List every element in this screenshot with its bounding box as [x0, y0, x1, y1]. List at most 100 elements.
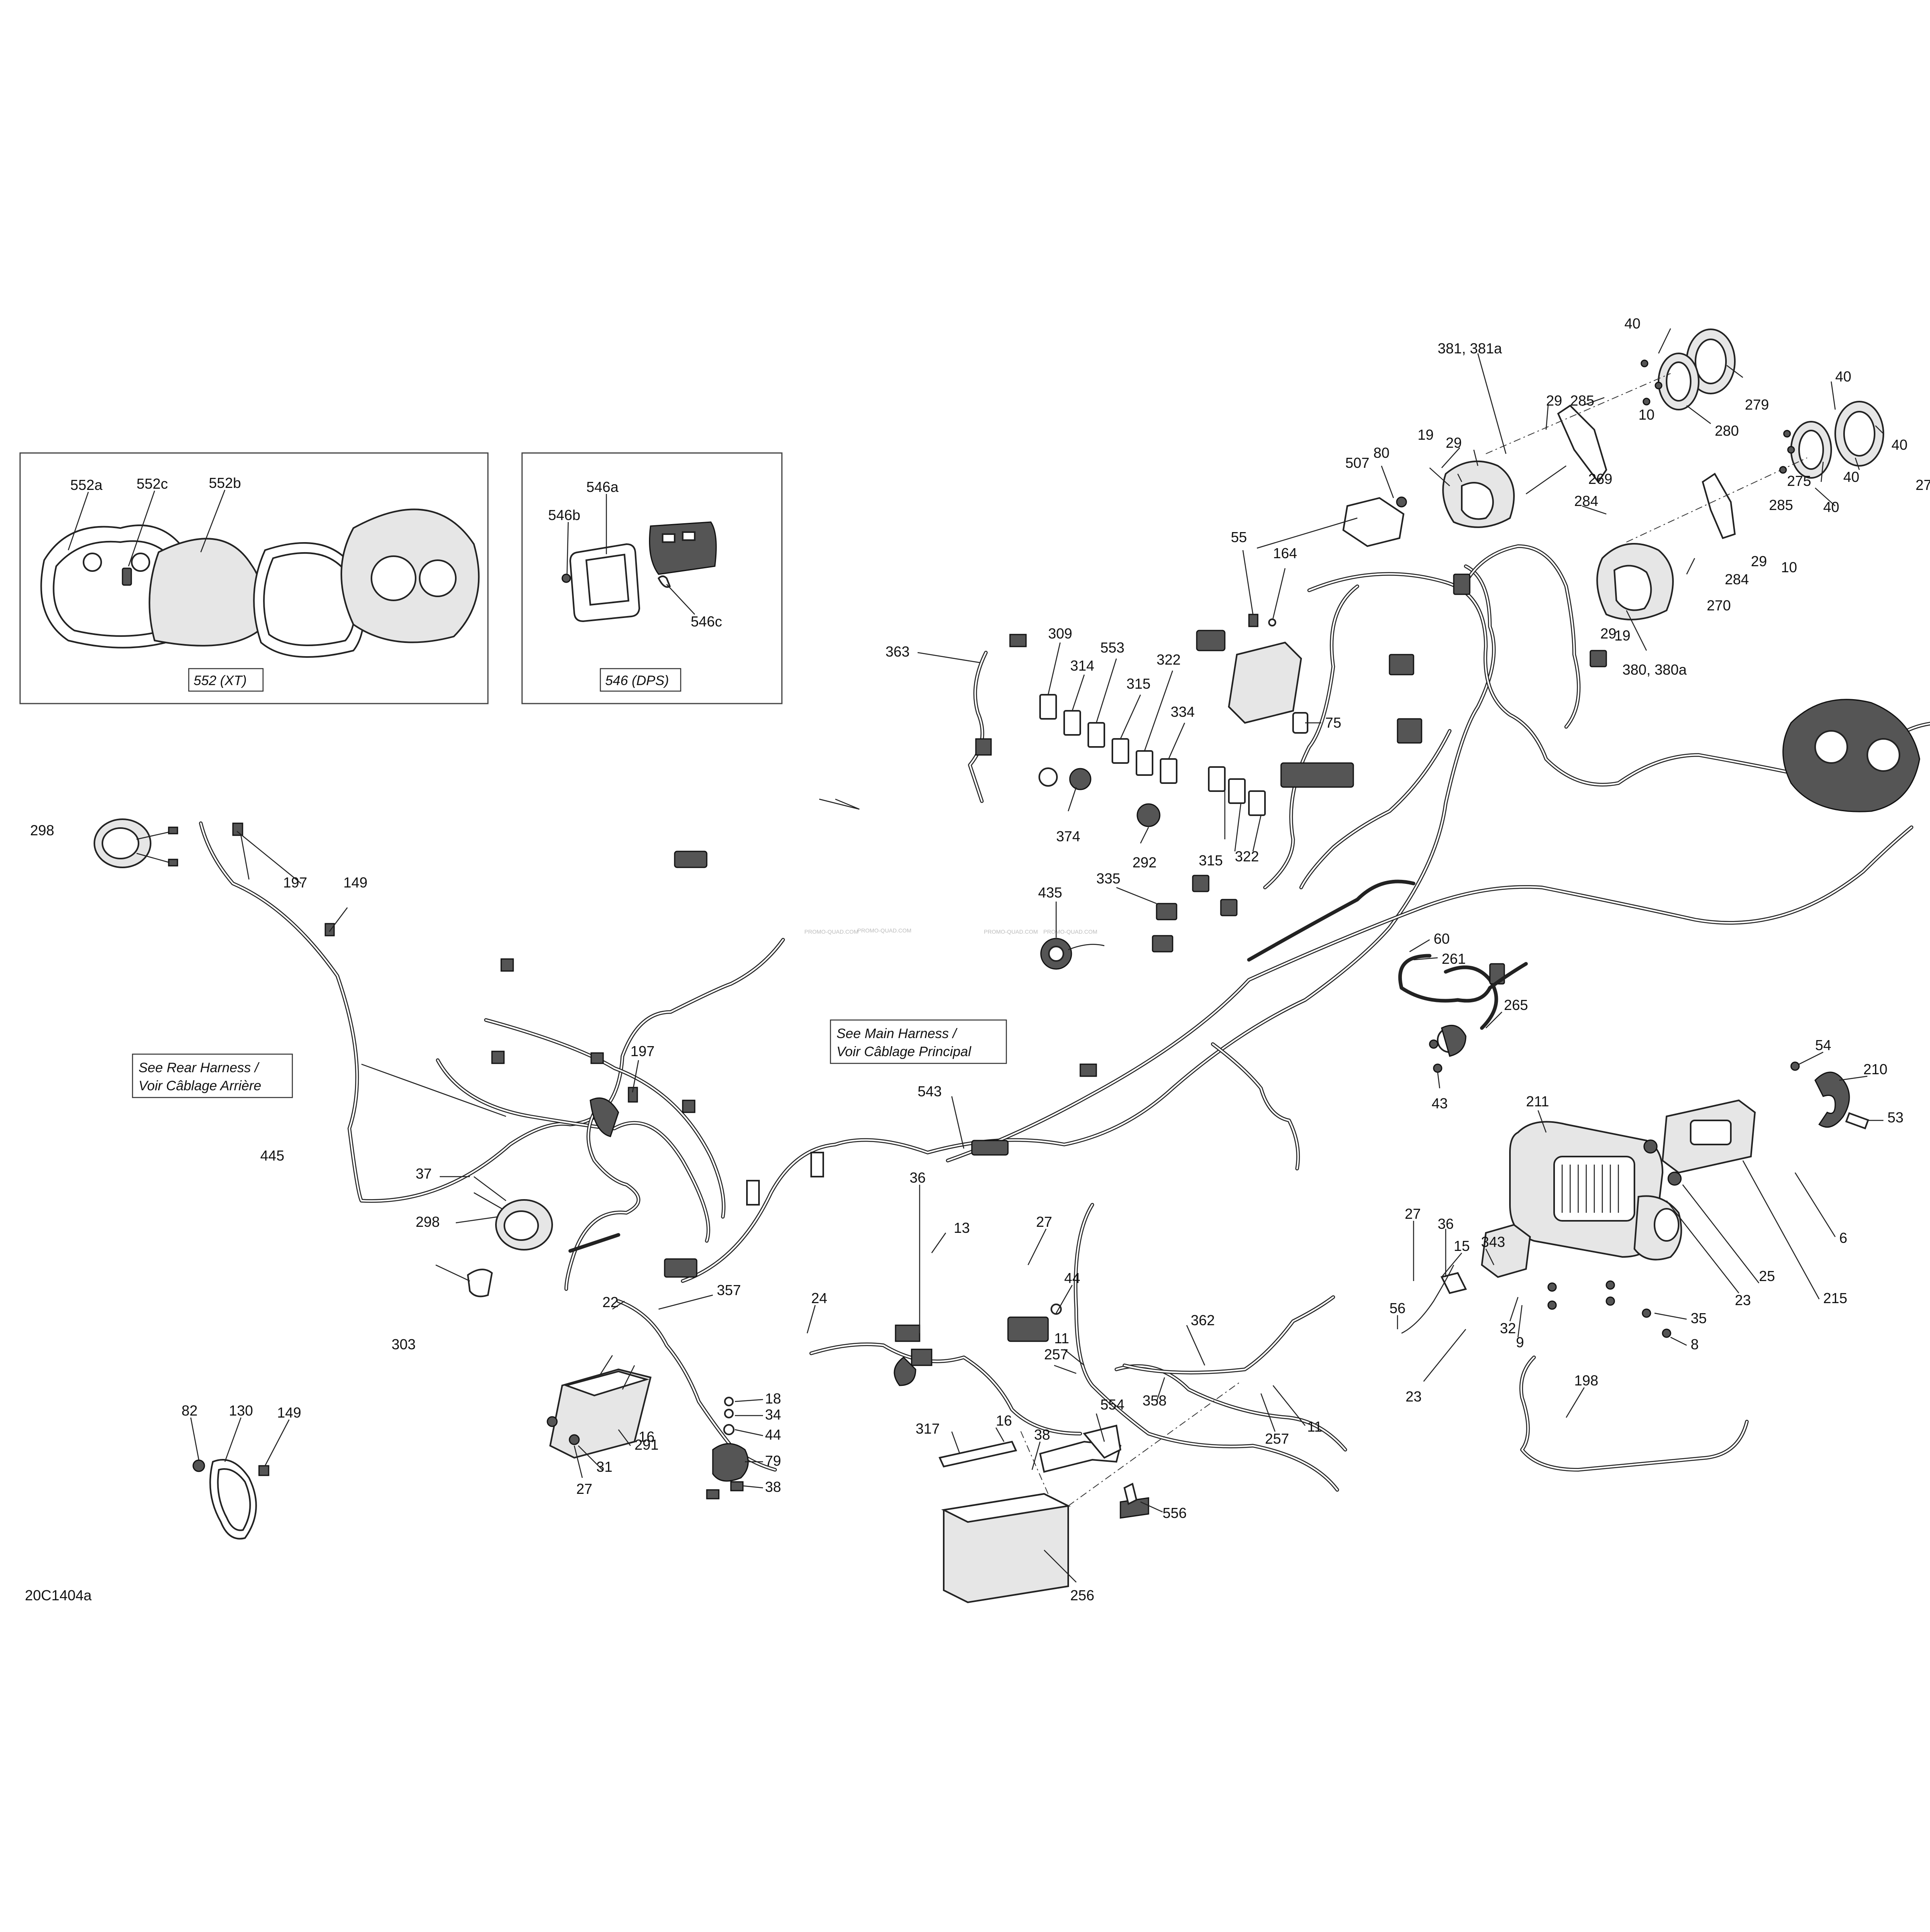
callout-36: 36: [1438, 1216, 1454, 1232]
callout-197: 197: [283, 874, 307, 891]
callout-16: 16: [996, 1412, 1012, 1429]
callout-79: 79: [765, 1453, 781, 1469]
callout-24: 24: [811, 1290, 827, 1306]
callout-315: 315: [1199, 852, 1223, 869]
callout-280: 280: [1715, 422, 1739, 439]
bolt-icon: [168, 826, 178, 834]
callout-43: 43: [1432, 1095, 1448, 1112]
bolt-icon: [168, 859, 178, 867]
callout-8: 8: [1691, 1336, 1699, 1353]
callout-343: 343: [1481, 1234, 1505, 1250]
callout-197: 197: [630, 1043, 655, 1059]
callout-18: 18: [765, 1390, 781, 1407]
callout-358: 358: [1142, 1392, 1167, 1409]
callout-56: 56: [1389, 1300, 1406, 1316]
callout-23: 23: [1406, 1388, 1422, 1405]
callout-11: 11: [1054, 1330, 1069, 1346]
callout-315: 315: [1126, 675, 1151, 692]
callout-38: 38: [765, 1479, 781, 1495]
callout-435: 435: [1038, 884, 1062, 901]
callout-374: 374: [1056, 828, 1080, 845]
callout-40: 40: [1624, 315, 1640, 332]
callout-265: 265: [1504, 997, 1528, 1013]
inset-caption-546: 546 (DPS): [605, 673, 669, 688]
components: [94, 328, 1920, 1604]
callout-19: 19: [1418, 426, 1434, 443]
callout-269: 269: [1588, 471, 1612, 487]
clip-icon: [232, 822, 243, 836]
svg-text:Voir Câblage Arrière: Voir Câblage Arrière: [139, 1078, 261, 1094]
callout-314: 314: [1070, 657, 1094, 674]
callout-303: 303: [392, 1336, 416, 1353]
callout-284: 284: [1574, 493, 1598, 509]
callout-34: 34: [765, 1406, 781, 1423]
svg-text:PROMO-QUAD.COM: PROMO-QUAD.COM: [1043, 928, 1098, 935]
svg-text:PROMO-QUAD.COM: PROMO-QUAD.COM: [984, 928, 1038, 935]
clip-icon: [324, 923, 335, 936]
callout-149: 149: [277, 1404, 301, 1421]
callout-546b: 546b: [548, 507, 580, 523]
callout-23: 23: [1735, 1292, 1751, 1308]
callout-298: 298: [30, 822, 54, 838]
callout-82: 82: [182, 1402, 198, 1419]
callout-40: 40: [1823, 499, 1839, 515]
callout-257: 257: [1265, 1430, 1289, 1447]
callout-553: 553: [1100, 639, 1124, 656]
callout-362: 362: [1191, 1312, 1215, 1328]
callout-507: 507: [1345, 455, 1369, 471]
note-rear-harness: See Rear Harness / Voir Câblage Arrière: [132, 1053, 293, 1098]
callout-363: 363: [885, 643, 910, 660]
callout-25: 25: [1759, 1268, 1775, 1284]
callout-543: 543: [918, 1083, 942, 1100]
callout-276: 276: [1916, 477, 1930, 493]
callout-285: 285: [1570, 392, 1594, 409]
diagram-reference-code: 20C1404a: [25, 1587, 92, 1604]
callout-9: 9: [1516, 1334, 1524, 1351]
callout-215: 215: [1823, 1290, 1847, 1306]
callout-29: 29: [1546, 392, 1562, 409]
inset-546-dps: 546a 546b 546c 546 (DPS): [521, 452, 783, 704]
callout-29: 29: [1600, 625, 1616, 642]
callout-256: 256: [1070, 1587, 1094, 1604]
callout-211: 211: [1526, 1093, 1549, 1110]
callout-552c: 552c: [137, 475, 168, 492]
callout-556: 556: [1163, 1505, 1187, 1521]
callout-13: 13: [954, 1220, 970, 1236]
callout-22: 22: [602, 1294, 618, 1310]
callout-16: 16: [639, 1428, 655, 1445]
callout-55: 55: [1231, 529, 1247, 545]
callout-10: 10: [1638, 406, 1655, 423]
callout-6: 6: [1839, 1230, 1847, 1246]
callout-27: 27: [1405, 1206, 1421, 1222]
callout-60: 60: [1434, 930, 1450, 947]
callout-275: 275: [1787, 473, 1811, 489]
callout-130: 130: [229, 1402, 253, 1419]
inset-caption-552: 552 (XT): [194, 673, 247, 688]
callout-357: 357: [717, 1282, 741, 1298]
callout-37: 37: [416, 1165, 432, 1182]
callout-261: 261: [1442, 951, 1466, 967]
svg-text:See Main Harness /: See Main Harness /: [836, 1026, 958, 1041]
callout-380-380a: 380, 380a: [1622, 661, 1687, 678]
callout-40: 40: [1891, 437, 1908, 453]
callout-270: 270: [1707, 597, 1731, 614]
callout-279: 279: [1745, 396, 1769, 413]
callout-11: 11: [1307, 1418, 1322, 1435]
callout-44: 44: [765, 1426, 781, 1443]
svg-text:PROMO-QUAD.COM: PROMO-QUAD.COM: [857, 927, 912, 934]
callout-40: 40: [1843, 469, 1859, 485]
callout-210: 210: [1863, 1061, 1887, 1077]
callout-29: 29: [1751, 553, 1767, 569]
callout-546a: 546a: [586, 479, 619, 495]
watermarks: PROMO-QUAD.COM PROMO-QUAD.COM PROMO-QUAD…: [804, 927, 1098, 935]
callout-27: 27: [1036, 1214, 1052, 1230]
callout-10: 10: [1781, 559, 1797, 575]
callout-198: 198: [1574, 1372, 1598, 1389]
callout-40: 40: [1835, 368, 1851, 385]
callout-291: 291: [634, 1436, 659, 1453]
callout-322: 322: [1157, 651, 1181, 668]
callout-445: 445: [260, 1147, 284, 1164]
callout-284: 284: [1725, 571, 1749, 588]
callout-317: 317: [916, 1420, 940, 1437]
